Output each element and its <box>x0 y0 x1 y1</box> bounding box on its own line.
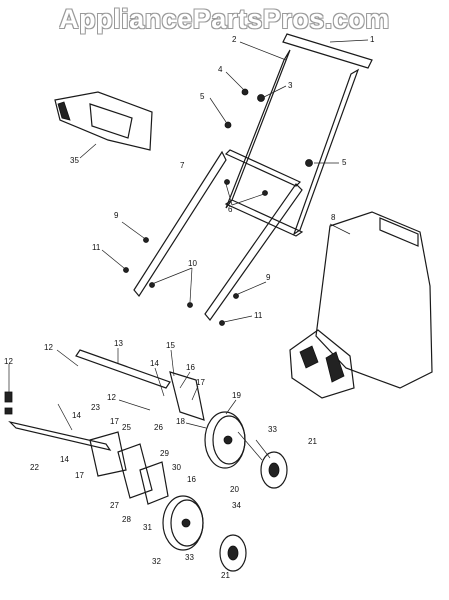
callout-20: 20 <box>230 485 239 494</box>
callout-2: 2 <box>232 35 237 44</box>
callout-16a: 16 <box>186 363 195 372</box>
rear-hubcap <box>260 451 288 489</box>
callout-6: 6 <box>228 205 233 214</box>
callout-28: 28 <box>122 515 131 524</box>
callout-26: 26 <box>154 423 163 432</box>
rear-wheel <box>204 411 246 469</box>
callout-18a: 18 <box>176 417 185 426</box>
callout-34: 34 <box>232 501 241 510</box>
callout-33b: 33 <box>185 553 194 562</box>
callout-10: 10 <box>188 259 197 268</box>
callout-16b: 16 <box>187 475 196 484</box>
callout-12b: 12 <box>107 393 116 402</box>
callout-25: 25 <box>122 423 131 432</box>
leader-lines <box>8 39 369 461</box>
site-watermark: AppliancePartsPros.com <box>59 4 390 34</box>
callout-17a: 17 <box>196 378 205 387</box>
callout-14c: 14 <box>60 455 69 464</box>
callout-7: 7 <box>180 161 185 170</box>
callout-3: 3 <box>288 81 293 90</box>
callout-31: 31 <box>143 523 152 532</box>
callout-4: 4 <box>218 65 223 74</box>
callout-30: 30 <box>172 463 181 472</box>
callout-19: 19 <box>232 391 241 400</box>
lower-handle <box>133 149 303 321</box>
callout-23: 23 <box>91 403 100 412</box>
callout-17c: 17 <box>75 471 84 480</box>
discharge-chute <box>54 91 153 151</box>
callout-5a: 5 <box>200 92 205 101</box>
collection-bag <box>289 211 433 399</box>
callout-17b: 17 <box>110 417 119 426</box>
callout-9a: 9 <box>114 211 119 220</box>
callout-9b: 9 <box>266 273 271 282</box>
callout-13: 13 <box>114 339 123 348</box>
callout-27: 27 <box>110 501 119 510</box>
callout-8: 8 <box>331 213 336 222</box>
callout-15: 15 <box>166 341 175 350</box>
front-hubcap <box>219 534 247 572</box>
callout-1: 1 <box>370 35 375 44</box>
callout-32: 32 <box>152 557 161 566</box>
callout-14b: 14 <box>72 411 81 420</box>
callout-12a: 12 <box>44 343 53 352</box>
callout-21b: 21 <box>221 571 230 580</box>
front-wheel <box>162 495 204 551</box>
callout-22: 22 <box>30 463 39 472</box>
callout-29: 29 <box>160 449 169 458</box>
frame-bars <box>4 349 205 505</box>
callout-11b: 11 <box>254 311 263 320</box>
callout-33a: 33 <box>268 425 277 434</box>
callout-11a: 11 <box>92 243 101 252</box>
hardware-knobs <box>123 88 313 326</box>
callout-35: 35 <box>70 156 79 165</box>
callout-labels: 1 2 3 4 5 5 35 7 6 8 9 11 10 9 11 12 13 … <box>4 35 375 580</box>
callout-21a: 21 <box>308 437 317 446</box>
callout-12c: 12 <box>4 357 13 366</box>
callout-14a: 14 <box>150 359 159 368</box>
upper-handle <box>224 33 373 237</box>
callout-5b: 5 <box>342 158 347 167</box>
